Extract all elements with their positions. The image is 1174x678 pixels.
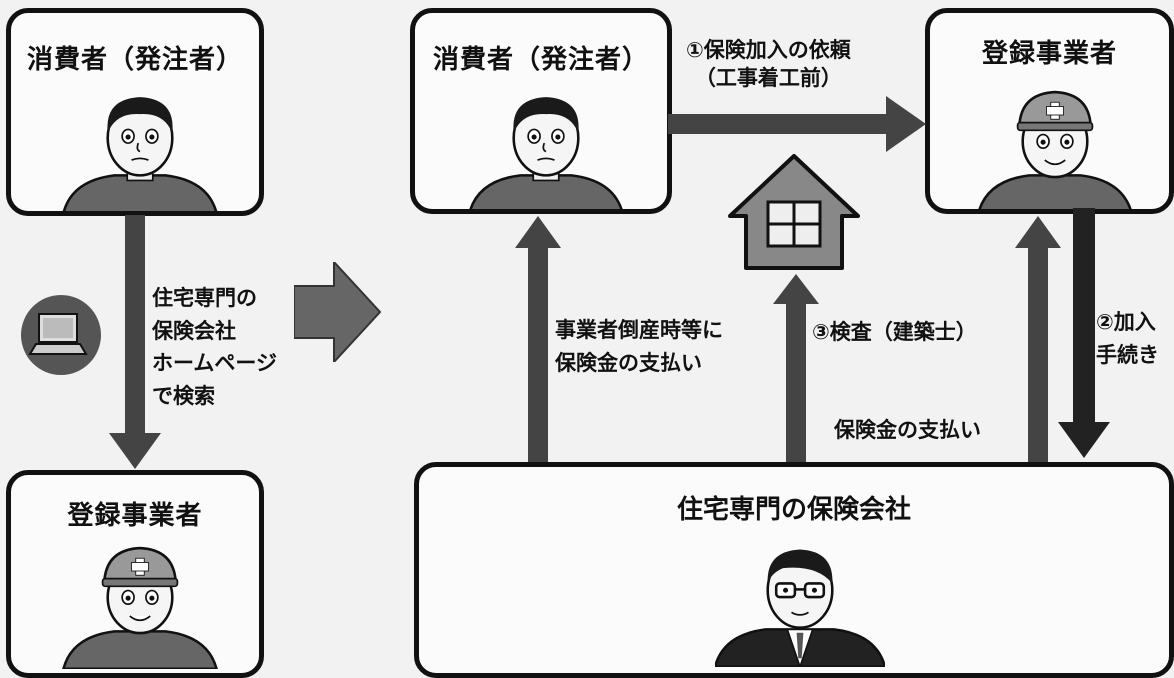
step2-label: ②加入 手続き [1096,310,1159,367]
step3-label: ③検査（建築士） [812,320,977,344]
insurer-title: 住宅専門の保険会社 [676,495,911,525]
insurer-illustration [715,548,885,667]
computer-icon [21,295,101,375]
consumer-illustration [62,95,218,211]
left-consumer-box: 消費者（発注者） [6,8,264,216]
left-consumer-title: 消費者（発注者） [26,45,243,75]
worker-illustration [977,90,1133,209]
right-registered-box: 登録事業者 [925,8,1174,214]
right-registered-title: 登録事業者 [981,39,1117,69]
left-down-arrow [109,215,161,469]
search-label: 住宅専門の 保険会社 ホームページ で検索 [152,286,277,408]
insurer-box: 住宅専門の保険会社 [414,462,1174,678]
left-registered-box: 登録事業者 [6,470,264,678]
step1-label: ①保険加入の依頼 （工事着工前） [686,38,851,91]
worker-illustration [62,546,218,669]
transition-arrow [294,262,382,362]
registered-payout-label: 保険金の支払い [834,418,981,442]
right-consumer-box: 消費者（発注者） [410,8,672,214]
step1-arrow [668,96,926,152]
left-registered-title: 登録事業者 [67,501,203,531]
inspection-arrow [773,274,819,468]
consumer-payout-label: 事業者倒産時等に 保険金の支払い [555,318,723,375]
consumer-payout-arrow [515,216,561,468]
consumer-illustration [468,95,624,209]
registered-payout-arrow [1015,216,1061,468]
step2-arrow [1058,208,1110,458]
right-consumer-title: 消費者（発注者） [432,45,649,75]
house-icon [728,154,860,270]
